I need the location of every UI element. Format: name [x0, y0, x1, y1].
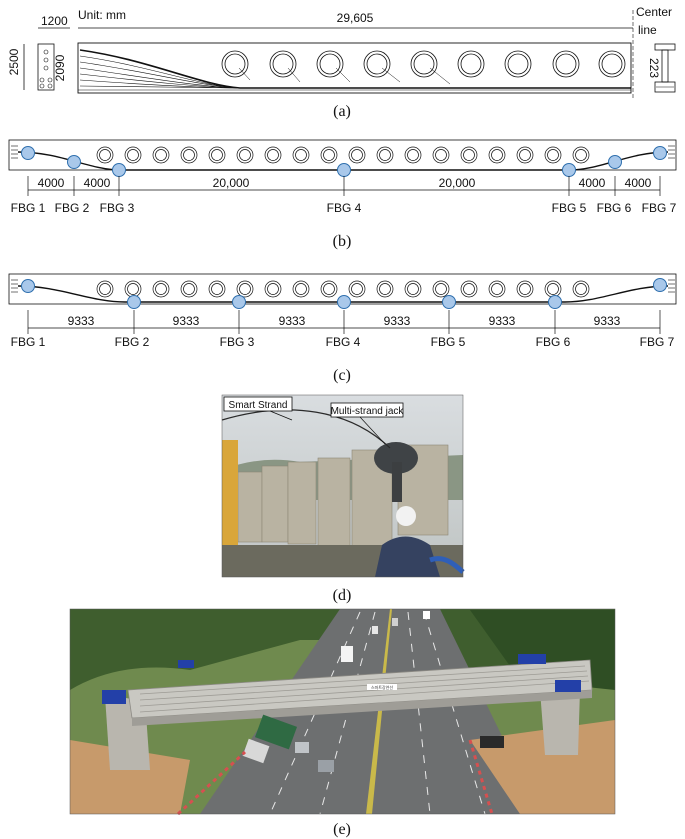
- girder-sign: [367, 684, 397, 690]
- caption-c: (c): [333, 367, 351, 384]
- center-line-label-2: line: [638, 23, 657, 37]
- fbg-7-marker-b: [653, 146, 667, 160]
- callout-smart-strand: Smart Strand: [229, 400, 288, 411]
- tendon-profiles: [79, 49, 631, 89]
- voids-c: [96, 280, 590, 298]
- sensor-label-b-4: FBG 4: [327, 201, 362, 215]
- sensor-label-b-5: FBG 5: [552, 201, 587, 215]
- anchor-arrows: [238, 67, 451, 85]
- spacing-b-5: 4000: [579, 176, 606, 190]
- web-voids: [221, 50, 626, 78]
- sensor-label-b-2: FBG 2: [55, 201, 90, 215]
- fbg-1-marker-c: [21, 279, 35, 293]
- spacing-b-2: 4000: [84, 176, 111, 190]
- fbg-5-marker-b: [562, 163, 576, 177]
- center-line-label-1: Center: [636, 5, 672, 19]
- fbg-5-marker-c: [442, 295, 456, 309]
- callout-multi-strand-jack: Multi-strand jack: [331, 406, 405, 417]
- panel-c: 9333 9333 9333 9333 9333 9333 FBG 1 FBG …: [8, 273, 677, 384]
- spacing-c-2: 9333: [173, 314, 200, 328]
- unit-label: Unit: mm: [78, 8, 126, 22]
- girder-sign-text: 스마트강연선: [371, 684, 393, 690]
- spacing-c-1: 9333: [68, 314, 95, 328]
- girder-end-section: [37, 43, 55, 91]
- anchor-c-left: [11, 279, 18, 293]
- callout-box-jack: [330, 402, 404, 418]
- sensor-label-b-6: FBG 6: [597, 201, 632, 215]
- fbg-3-marker-c: [232, 295, 246, 309]
- dim-29605-label: 29,605: [337, 11, 374, 25]
- spacing-c-5: 9333: [489, 314, 516, 328]
- callout-leader-2: [359, 416, 386, 445]
- caption-a: (a): [333, 103, 351, 120]
- spacing-b-1: 4000: [38, 176, 65, 190]
- sensor-label-c-5: FBG 5: [431, 335, 466, 349]
- anchor-b-right: [668, 145, 675, 159]
- fbg-3-marker-b: [112, 163, 126, 177]
- sensor-label-c-3: FBG 3: [220, 335, 255, 349]
- sensor-label-c-1: FBG 1: [11, 335, 46, 349]
- dimension-line-b: [27, 176, 661, 196]
- caption-e: (e): [333, 821, 351, 838]
- spacing-b-6: 4000: [625, 176, 652, 190]
- caption-d: (d): [333, 587, 352, 604]
- fbg-4-marker-c: [337, 295, 351, 309]
- dim-223-label: 223: [647, 58, 661, 78]
- anchor-c-right: [668, 279, 675, 293]
- callout-leader-1: [269, 410, 293, 421]
- panel-b: 4000 4000 20,000 20,000 4000 4000 FBG 1 …: [8, 139, 677, 250]
- fbg-1-marker-b: [21, 146, 35, 160]
- panel-d-photo: Smart Strand Multi-strand jack: [221, 394, 465, 578]
- fbg-2-marker-c: [127, 295, 141, 309]
- voids-b: [96, 146, 590, 164]
- dim-2090-label: 2090: [53, 54, 67, 81]
- midspan-section: [654, 43, 676, 93]
- sensor-label-c-7: FBG 7: [640, 335, 675, 349]
- callout-box-smart-strand: [223, 396, 293, 412]
- sensor-label-c-4: FBG 4: [326, 335, 361, 349]
- dim-1200-label: 1200: [41, 14, 68, 28]
- panel-a: 1200 Unit: mm 2500 2090 29,605 Center li…: [7, 5, 676, 120]
- sensor-label-b-7: FBG 7: [642, 201, 677, 215]
- panel-e-photo: 스마트강연선: [69, 608, 616, 816]
- girder-elevation: [77, 42, 632, 94]
- sensor-label-b-3: FBG 3: [100, 201, 135, 215]
- dim-2500-label: 2500: [7, 48, 21, 75]
- fbg-4-marker-b: [337, 163, 351, 177]
- fbg-6-marker-b: [608, 155, 622, 169]
- fbg-2-marker-b: [67, 155, 81, 169]
- spacing-b-4: 20,000: [439, 176, 476, 190]
- sensor-label-c-2: FBG 2: [115, 335, 150, 349]
- spacing-c-3: 9333: [279, 314, 306, 328]
- spacing-c-4: 9333: [384, 314, 411, 328]
- fbg-6-marker-c: [548, 295, 562, 309]
- fbg-7-marker-c: [653, 278, 667, 292]
- anchor-b-left: [11, 145, 18, 159]
- spacing-c-6: 9333: [594, 314, 621, 328]
- dimension-line-c: [27, 310, 661, 334]
- spacing-b-3: 20,000: [213, 176, 250, 190]
- sensor-label-c-6: FBG 6: [536, 335, 571, 349]
- caption-b: (b): [333, 233, 352, 250]
- sensor-label-b-1: FBG 1: [11, 201, 46, 215]
